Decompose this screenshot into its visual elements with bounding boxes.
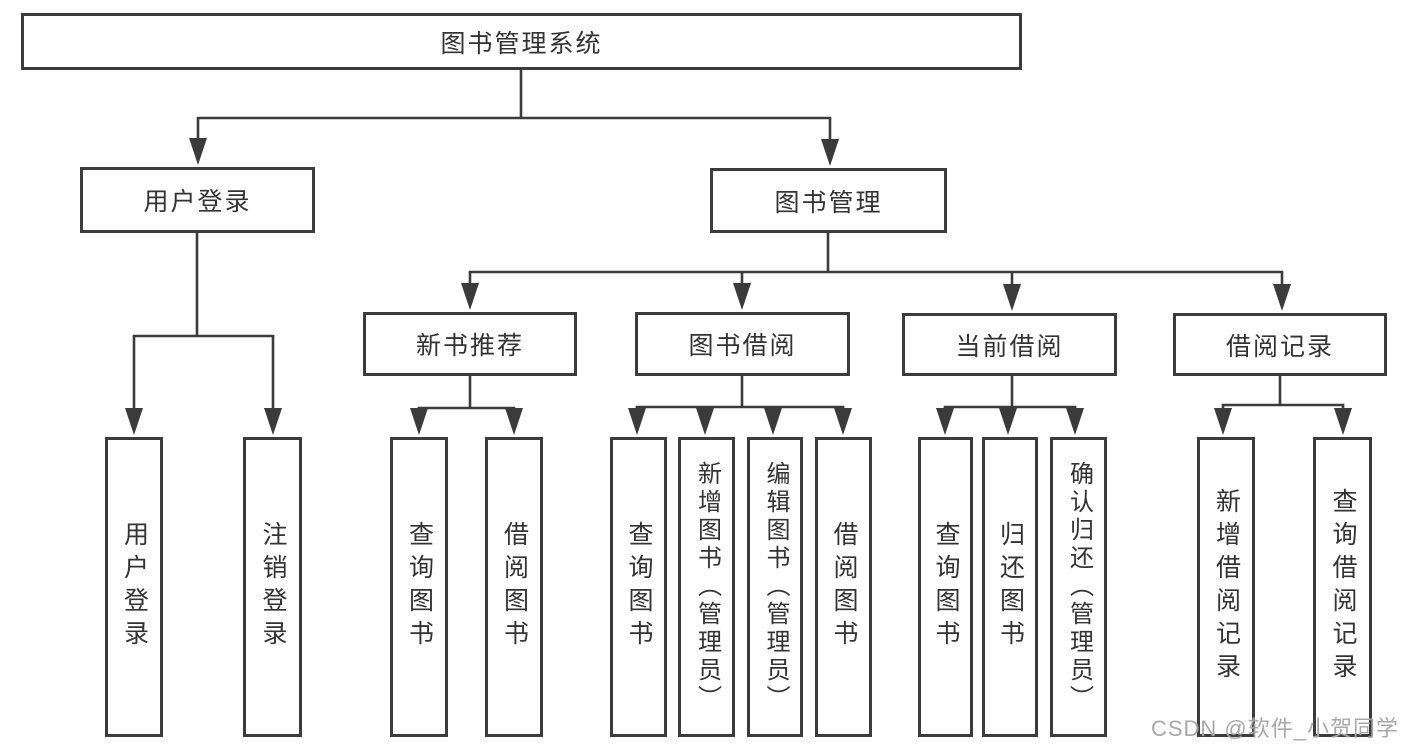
- node-leaf-borrow-book-2: 借阅图书: [815, 437, 872, 737]
- arrowhead-icon: [764, 408, 782, 435]
- arrowhead-icon: [264, 408, 282, 435]
- arrowhead-icon: [821, 139, 839, 166]
- arrowhead-icon: [999, 408, 1017, 435]
- node-leaf-query-record: 查询借阅记录: [1313, 437, 1372, 737]
- node-leaf-logout: 注销登录: [243, 437, 302, 737]
- arrowhead-icon: [189, 138, 207, 165]
- arrowhead-icon: [505, 408, 523, 435]
- node-leaf-query-book-2: 查询图书: [610, 437, 667, 737]
- arrowhead-icon: [834, 408, 852, 435]
- node-user-login-module: 用户登录: [80, 167, 315, 233]
- arrowhead-icon: [461, 283, 479, 310]
- watermark-text: CSDN @软件_小贺同学: [1150, 716, 1399, 741]
- node-leaf-query-book-1: 查询图书: [390, 437, 448, 737]
- arrowhead-icon: [125, 408, 143, 435]
- node-leaf-borrow-book-1: 借阅图书: [485, 437, 543, 737]
- arrowhead-icon: [628, 408, 646, 435]
- arrowhead-icon: [1334, 408, 1352, 435]
- arrowhead-icon: [1273, 284, 1291, 311]
- node-current-borrow: 当前借阅: [902, 313, 1117, 376]
- node-root-system: 图书管理系统: [21, 13, 1022, 70]
- arrowhead-icon: [410, 408, 428, 435]
- arrowhead-icon: [696, 408, 714, 435]
- node-leaf-edit-book-admin: 编辑图书（管理员）: [747, 437, 803, 737]
- arrowhead-icon: [936, 408, 954, 435]
- arrowhead-icon: [1214, 408, 1232, 435]
- node-leaf-return-book: 归还图书: [982, 437, 1038, 737]
- node-new-book-recommend: 新书推荐: [363, 312, 577, 376]
- arrowhead-icon: [733, 283, 751, 310]
- node-borrow-records: 借阅记录: [1173, 313, 1387, 376]
- node-leaf-add-book-admin: 新增图书（管理员）: [678, 437, 735, 737]
- node-leaf-query-book-3: 查询图书: [918, 437, 973, 737]
- node-book-borrow: 图书借阅: [635, 312, 850, 376]
- arrowhead-icon: [1003, 284, 1021, 311]
- node-leaf-add-record: 新增借阅记录: [1197, 437, 1255, 737]
- node-leaf-confirm-return: 确认归还（管理员）: [1050, 437, 1107, 737]
- node-leaf-user-login: 用户登录: [105, 437, 163, 737]
- arrowhead-icon: [1066, 408, 1084, 435]
- node-book-management: 图书管理: [710, 168, 947, 233]
